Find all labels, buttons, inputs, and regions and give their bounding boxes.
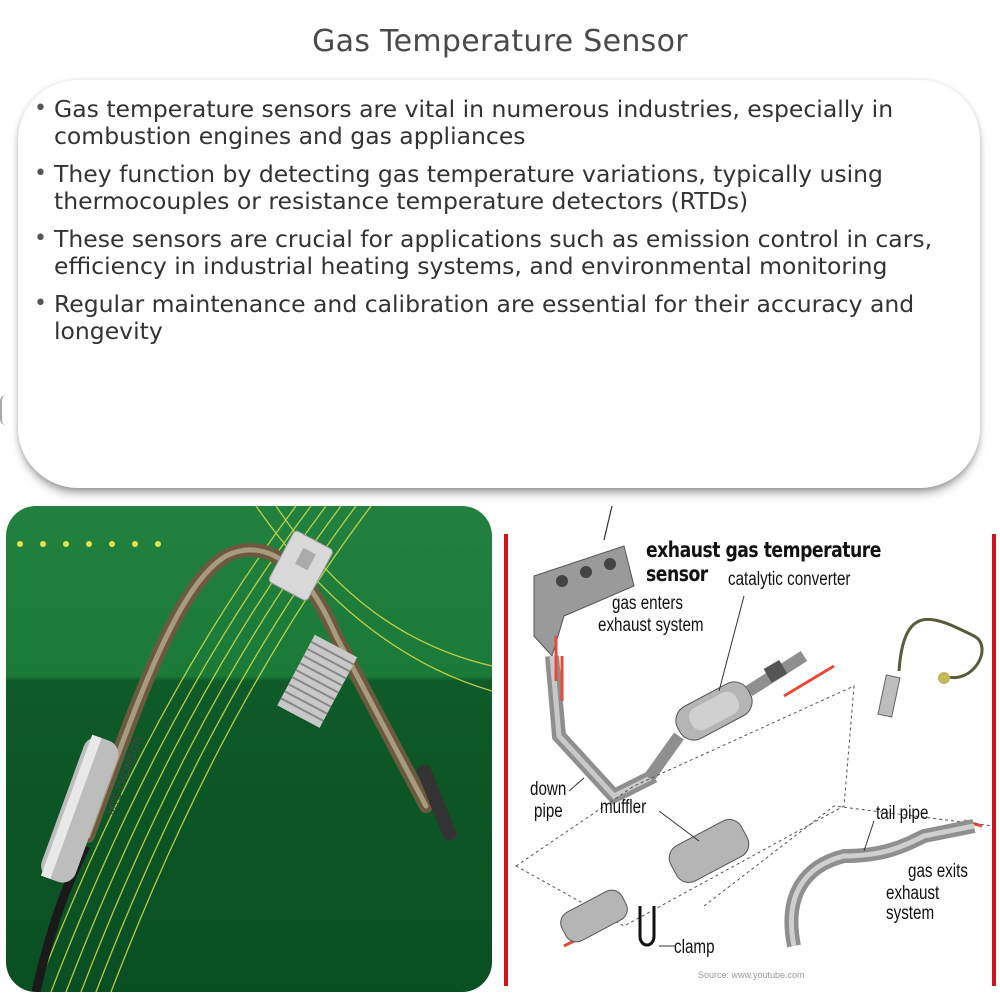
label-catalytic-converter: catalytic converter	[728, 569, 851, 590]
image-source: Source: www.youtube.com	[698, 970, 805, 980]
exhaust-illustration	[515, 506, 995, 948]
sensor-illustration: MTE-THOMSON	[17, 506, 492, 992]
bullet-item-2: They function by detecting gas temperatu…	[34, 161, 964, 214]
catalytic-converter	[675, 681, 753, 741]
card-edge-decoration	[0, 395, 6, 425]
sensor-photo: MTE-THOMSON	[6, 506, 492, 992]
label-down-line1: down	[530, 779, 567, 800]
label-gas-enters-line1: gas enters	[612, 593, 683, 614]
diagram-title: exhaust gas temperature sensor	[646, 538, 881, 586]
diagram-red-border-right	[992, 534, 996, 986]
diagram-red-border-left	[504, 534, 508, 986]
bullet-list: Gas temperature sensors are vital in num…	[34, 96, 964, 356]
label-down-line2: pipe	[534, 801, 563, 822]
muffler	[668, 818, 750, 884]
bullet-item-1: Gas temperature sensors are vital in num…	[34, 96, 964, 149]
sensor-thread	[277, 634, 358, 728]
label-muffler: muffler	[600, 797, 647, 818]
bullet-item-4: Regular maintenance and calibration are …	[34, 291, 964, 344]
page-title: Gas Temperature Sensor	[312, 24, 688, 59]
bullet-item-3: These sensors are crucial for applicatio…	[34, 226, 964, 279]
label-gas-enters-line2: exhaust system	[598, 615, 704, 636]
label-tail-pipe: tail pipe	[876, 803, 929, 824]
label-gas-exits-line1: gas exits	[908, 861, 968, 882]
label-gas-exits-line2: exhaust system	[886, 883, 940, 924]
exhaust-diagram: exhaust gas temperature sensor catalytic…	[504, 506, 996, 992]
decorative-dots	[17, 541, 161, 547]
manifold	[533, 506, 635, 657]
label-clamp: clamp	[674, 937, 715, 958]
sensor-bracket	[268, 530, 333, 601]
